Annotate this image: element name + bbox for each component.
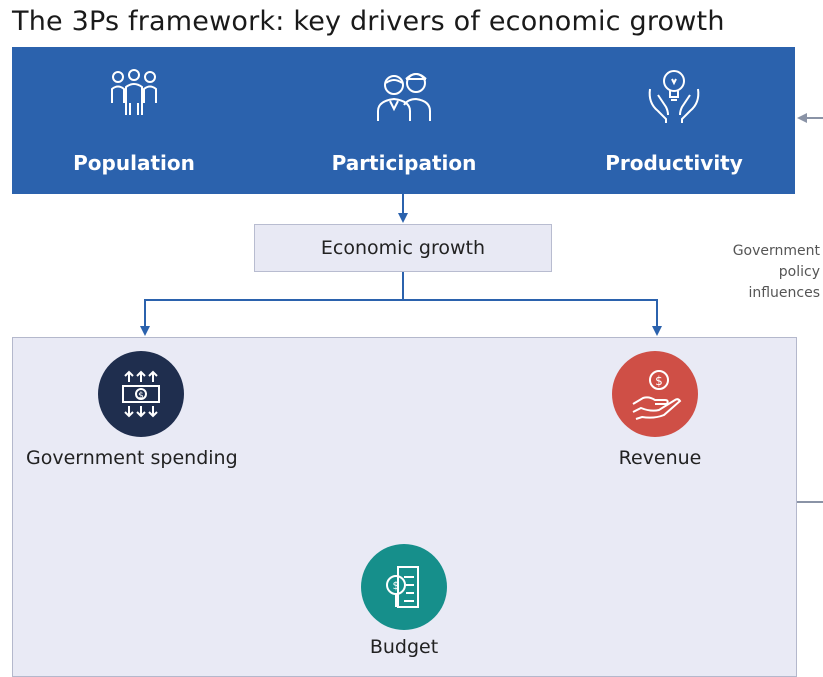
spending-label: Government spending bbox=[26, 447, 238, 469]
driver-participation: Participation bbox=[284, 47, 524, 194]
economic-growth-box: Economic growth bbox=[254, 224, 552, 272]
driver-label-productivity: Productivity bbox=[605, 151, 743, 175]
driver-label-participation: Participation bbox=[331, 151, 477, 175]
spending-node: $ bbox=[98, 351, 184, 437]
svg-text:$: $ bbox=[393, 579, 400, 592]
drivers-panel: Population Participation Productivity bbox=[12, 47, 795, 194]
driver-productivity: Productivity bbox=[554, 47, 794, 194]
people-group-icon bbox=[111, 69, 157, 115]
policy-note-line: influences bbox=[748, 285, 820, 301]
svg-text:$: $ bbox=[655, 374, 663, 388]
svg-text:$: $ bbox=[138, 391, 144, 401]
driver-label-population: Population bbox=[73, 151, 195, 175]
policy-note-line: policy bbox=[778, 264, 820, 280]
lightbulb-hands-icon bbox=[648, 70, 700, 123]
driver-population: Population bbox=[14, 47, 254, 194]
money-flow-icon: $ bbox=[122, 370, 160, 418]
hand-coin-icon: $ bbox=[632, 370, 682, 420]
budget-document-icon: $ bbox=[386, 566, 419, 608]
policy-note: Government policy influences bbox=[680, 241, 820, 304]
budget-node: $ bbox=[361, 544, 447, 630]
diagram-title: The 3Ps framework: key drivers of econom… bbox=[12, 6, 725, 37]
arrow-growth-to-spending bbox=[140, 272, 404, 336]
budget-label: Budget bbox=[369, 636, 439, 658]
revenue-node: $ bbox=[612, 351, 698, 437]
workers-icon bbox=[377, 73, 431, 121]
arrow-growth-to-revenue bbox=[403, 299, 662, 336]
revenue-label: Revenue bbox=[618, 447, 702, 469]
policy-note-line: Government bbox=[732, 243, 820, 259]
